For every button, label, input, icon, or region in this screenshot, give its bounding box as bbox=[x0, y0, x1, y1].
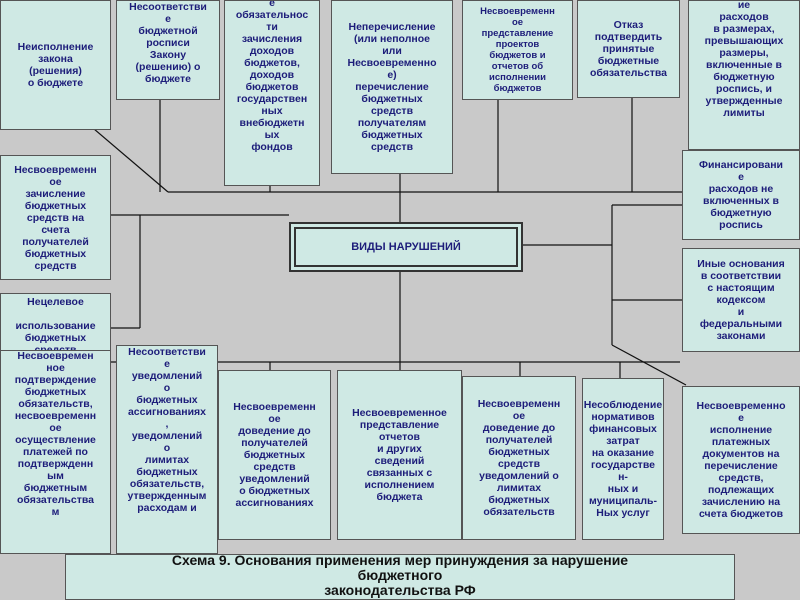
violation-text: е обязательнос ти зачисления доходов бюд… bbox=[235, 0, 309, 153]
violation-box: Несоответстви е уведомлений о бюджетных … bbox=[116, 345, 218, 554]
violation-text: Неисполнение закона (решения) о бюджете bbox=[17, 41, 94, 89]
violation-box: Несвоевременн ое доведение до получателе… bbox=[462, 376, 576, 540]
caption-box: Схема 9. Основания применения мер принуж… bbox=[65, 554, 735, 600]
violation-text: Несвоевременн ое представление проектов … bbox=[480, 6, 555, 94]
violation-box: Неисполнение закона (решения) о бюджете bbox=[0, 0, 111, 130]
violation-box: Несвоевремен ное подтверждение бюджетных… bbox=[0, 350, 111, 554]
violation-text: Несвоевремен ное подтверждение бюджетных… bbox=[14, 350, 97, 518]
violation-box: Несоответстви е бюджетной росписи Закону… bbox=[116, 0, 220, 100]
violation-box: Финансировани е расходов не включенных в… bbox=[682, 150, 800, 240]
violation-box: ие расходов в размерах, превышающих разм… bbox=[688, 0, 800, 150]
violation-text: Финансировани е расходов не включенных в… bbox=[698, 159, 783, 231]
center-title: ВИДЫ НАРУШЕНИЙ bbox=[351, 241, 461, 253]
schema-caption: Схема 9. Основания применения мер принуж… bbox=[171, 554, 629, 598]
violation-box: Несвоевременн ое доведение до получателе… bbox=[218, 370, 331, 540]
violation-text: Несвоевременное представление отчетов и … bbox=[352, 407, 447, 503]
violation-box: Несвоевременно e исполнение платежных до… bbox=[682, 386, 800, 534]
violation-box: Несвоевременн ое представление проектов … bbox=[462, 0, 573, 100]
violation-text: Нецелевое использование бюджетных средст… bbox=[15, 296, 96, 356]
violation-text: Несвоевременно e исполнение платежных до… bbox=[696, 400, 786, 520]
violation-box: Отказ подтвердить принятые бюджетные обя… bbox=[577, 0, 680, 98]
violation-box: Неперечисление (или неполное или Несвоев… bbox=[331, 0, 453, 174]
violation-text: Несвоевременн ое доведение до получателе… bbox=[477, 398, 561, 518]
violation-text: Несвоевременн ое зачисление бюджетных ср… bbox=[14, 163, 97, 272]
violation-text: Иные основания в соответствии с настоящи… bbox=[697, 258, 785, 342]
violation-text: ие расходов в размерах, превышающих разм… bbox=[704, 0, 784, 119]
violation-text: Несоответстви е бюджетной росписи Закону… bbox=[129, 1, 207, 85]
violation-box: Несвоевременн ое зачисление бюджетных ср… bbox=[0, 155, 111, 280]
center-inner-frame: ВИДЫ НАРУШЕНИЙ bbox=[294, 227, 518, 267]
violation-text: Неперечисление (или неполное или Несвоев… bbox=[347, 21, 437, 153]
violation-box: е обязательнос ти зачисления доходов бюд… bbox=[224, 0, 320, 186]
violation-text: Несоответстви е уведомлений о бюджетных … bbox=[127, 346, 207, 514]
violation-text: Несоблюдение нормативов финансовых затра… bbox=[583, 399, 663, 519]
center-box: ВИДЫ НАРУШЕНИЙ bbox=[289, 222, 523, 272]
violation-box: Несвоевременное представление отчетов и … bbox=[337, 370, 462, 540]
violation-box: Иные основания в соответствии с настоящи… bbox=[682, 248, 800, 352]
violation-text: Несвоевременн ое доведение до получателе… bbox=[233, 401, 316, 509]
violation-text: Отказ подтвердить принятые бюджетные обя… bbox=[589, 19, 668, 79]
violation-box: Несоблюдение нормативов финансовых затра… bbox=[582, 378, 664, 540]
